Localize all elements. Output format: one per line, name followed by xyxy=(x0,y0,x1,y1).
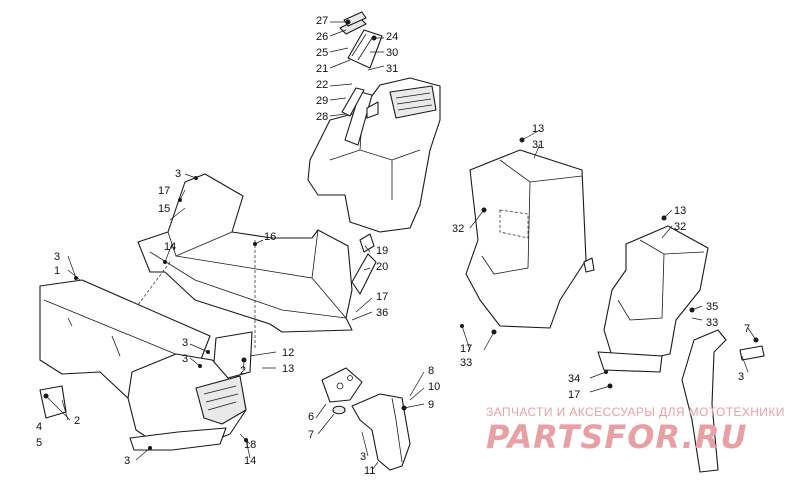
callout-label: 33 xyxy=(706,317,718,329)
callout-label: 24 xyxy=(386,31,398,43)
callout-label: 10 xyxy=(428,381,440,393)
fastener-dot xyxy=(519,137,525,143)
callout-label: 7 xyxy=(744,323,750,335)
fastener-dot xyxy=(148,446,152,450)
callout-label: 3 xyxy=(124,455,130,467)
fastener-dot xyxy=(371,35,377,41)
fastener-dot xyxy=(178,198,182,202)
callout-label: 14 xyxy=(164,241,176,253)
side-panel xyxy=(39,279,253,451)
callout-label: 30 xyxy=(386,47,398,59)
callout-label: 35 xyxy=(706,301,718,313)
callout-label: 8 xyxy=(428,365,434,377)
callout-label: 11 xyxy=(364,465,375,477)
fastener-dot xyxy=(345,19,351,25)
callout-label: 6 xyxy=(308,411,314,423)
callout-label: 31 xyxy=(532,139,544,151)
callout-label: 3 xyxy=(738,371,744,383)
right-guard-front xyxy=(465,149,595,329)
callout-label: 34 xyxy=(568,373,580,385)
fastener-dot xyxy=(244,438,248,442)
callout-labels: 27 26 25 21 22 29 28 24 30 31 3 17 15 14… xyxy=(36,15,750,477)
fastener-dot xyxy=(753,337,759,343)
fastener-dot xyxy=(491,329,497,335)
callout-label: 13 xyxy=(674,205,686,217)
fastener-dot xyxy=(163,260,167,264)
callout-label: 21 xyxy=(316,63,328,75)
callout-label: 5 xyxy=(36,437,42,449)
callout-label: 4 xyxy=(36,421,42,433)
callout-label: 20 xyxy=(376,261,388,273)
callout-label: 32 xyxy=(674,221,686,233)
fastener-dot xyxy=(689,307,695,313)
callout-label: 16 xyxy=(264,231,276,243)
callout-label: 15 xyxy=(158,203,170,215)
callout-label: 25 xyxy=(316,47,328,59)
callout-label: 14 xyxy=(244,455,256,467)
callout-label: 28 xyxy=(316,111,328,123)
fastener-dot xyxy=(206,350,210,354)
callout-label: 3 xyxy=(182,337,188,349)
callout-label: 29 xyxy=(316,95,328,107)
callout-label: 31 xyxy=(386,63,398,75)
callout-label: 2 xyxy=(240,365,246,377)
callout-label: 3 xyxy=(360,451,366,463)
fastener-dot xyxy=(241,357,247,363)
floor-pan xyxy=(87,173,353,373)
fastener-dot xyxy=(401,405,407,411)
callout-label: 26 xyxy=(316,31,328,43)
fastener-dot xyxy=(661,215,667,221)
callout-label: 17 xyxy=(376,291,388,303)
callout-label: 17 xyxy=(158,185,170,197)
watermark: ЗАПЧАСТИ И АКСЕССУАРЫ ДЛЯ МОТОТЕХНИКИ PA… xyxy=(486,405,785,456)
callout-label: 13 xyxy=(532,123,544,135)
callout-label: 7 xyxy=(308,429,314,441)
fastener-dot xyxy=(481,207,487,213)
fastener-dot xyxy=(460,324,464,328)
callout-label: 36 xyxy=(376,307,388,319)
fastener-dot xyxy=(604,370,608,374)
watermark-tagline: ЗАПЧАСТИ И АКСЕССУАРЫ ДЛЯ МОТОТЕХНИКИ xyxy=(486,405,785,419)
callout-label: 2 xyxy=(74,415,80,427)
fastener-dot xyxy=(253,242,257,246)
fastener-dot xyxy=(607,383,613,389)
callout-label: 3 xyxy=(54,251,60,263)
fastener-dot xyxy=(198,364,202,368)
leader-lines xyxy=(45,21,757,471)
callout-label: 13 xyxy=(282,363,294,375)
callout-label: 18 xyxy=(244,439,256,451)
callout-label: 27 xyxy=(316,15,328,27)
callout-label: 33 xyxy=(460,357,472,369)
callout-label: 12 xyxy=(282,347,294,359)
small-parts xyxy=(321,233,411,471)
fastener-dot xyxy=(194,176,198,180)
callout-label: 32 xyxy=(452,223,464,235)
fastener-dots xyxy=(43,19,759,450)
callout-label: 17 xyxy=(460,343,472,355)
callout-label: 17 xyxy=(568,389,580,401)
right-guard-rear xyxy=(597,225,765,473)
callout-label: 1 xyxy=(54,265,60,277)
fastener-dot xyxy=(43,393,49,399)
watermark-logo: PARTSFOR.RU xyxy=(486,418,747,456)
callout-label: 3 xyxy=(175,168,181,180)
callout-label: 9 xyxy=(428,399,434,411)
fastener-dot xyxy=(74,276,78,280)
console-assembly xyxy=(307,11,441,233)
callout-label: 19 xyxy=(376,245,388,257)
callout-label: 3 xyxy=(182,353,188,365)
callout-label: 22 xyxy=(316,79,328,91)
